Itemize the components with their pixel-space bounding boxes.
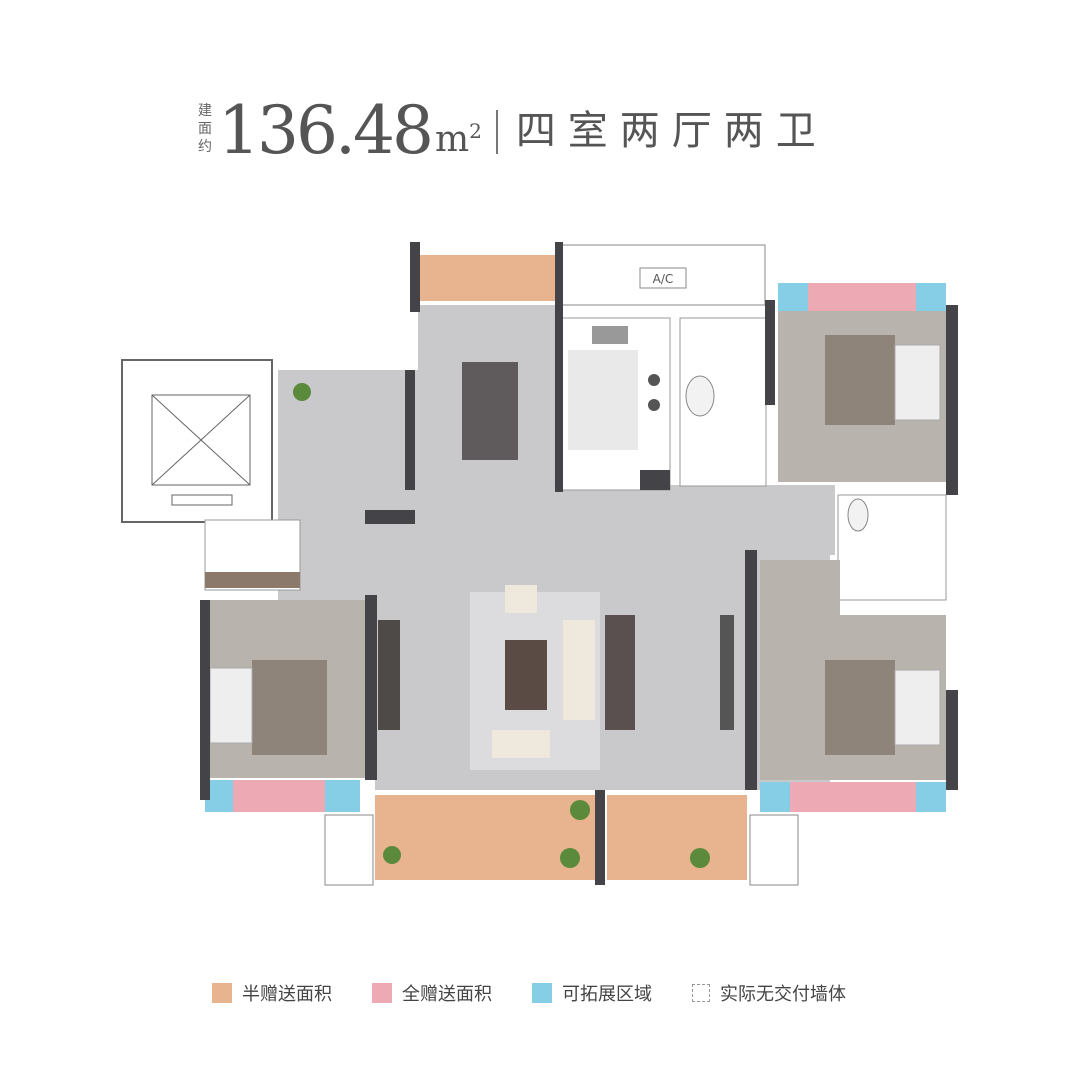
bay-window-bottom-right xyxy=(760,782,946,812)
bottom-balcony-right xyxy=(607,795,747,880)
legend-swatch xyxy=(212,983,232,1003)
corridor xyxy=(555,485,835,555)
top-balcony xyxy=(420,255,556,301)
sofa xyxy=(563,620,595,720)
area-prefix: 建 面 约 xyxy=(198,103,212,155)
legend-swatch xyxy=(532,983,552,1003)
divider xyxy=(495,110,498,154)
header: 建 面 约 136.48 m2 四室两厅两卫 xyxy=(198,86,828,166)
legend: 半赠送面积 全赠送面积 可拓展区域 实际无交付墙体 xyxy=(212,980,846,1006)
bookshelf xyxy=(720,615,734,730)
legend-item-non-delivered-wall: 实际无交付墙体 xyxy=(692,980,846,1006)
area-unit: m2 xyxy=(434,119,482,160)
legend-item-full-gift: 全赠送面积 xyxy=(372,980,492,1006)
ac-label: A/C xyxy=(653,272,674,286)
bottom-balcony-left xyxy=(375,795,600,880)
legend-swatch xyxy=(372,983,392,1003)
layout-title: 四室两厅两卫 xyxy=(515,108,828,154)
legend-swatch xyxy=(692,984,710,1002)
tv-cabinet xyxy=(378,620,400,730)
legend-item-half-gift: 半赠送面积 xyxy=(212,980,332,1006)
legend-item-expandable: 可拓展区域 xyxy=(532,980,652,1006)
plants xyxy=(293,383,710,868)
coffee-table xyxy=(505,640,547,710)
dining-table xyxy=(462,362,518,460)
area-value: 136.48 xyxy=(218,92,434,169)
elevator-shaft xyxy=(121,359,273,523)
bed xyxy=(825,335,895,425)
walls xyxy=(200,242,958,885)
desk xyxy=(605,615,635,730)
